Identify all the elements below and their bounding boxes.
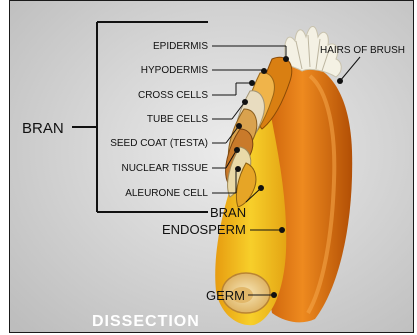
bran-group-label: BRAN (22, 120, 64, 137)
svg-text:ENDOSPERM: ENDOSPERM (162, 222, 246, 237)
svg-text:TUBE CELLS: TUBE CELLS (147, 114, 208, 125)
caption-dissection: DISSECTION (92, 313, 200, 330)
diagram-frame: BRAN EPIDERMIS HYPODERMIS CROSS CELLS (9, 0, 414, 333)
svg-text:GERM: GERM (206, 288, 245, 303)
svg-text:CROSS CELLS: CROSS CELLS (138, 90, 208, 101)
svg-text:ALEURONE CELL: ALEURONE CELL (125, 188, 208, 199)
svg-text:HYPODERMIS: HYPODERMIS (141, 65, 209, 76)
svg-text:EPIDERMIS: EPIDERMIS (153, 41, 208, 52)
svg-text:BRAN: BRAN (210, 205, 246, 220)
svg-text:HAIRS OF BRUSH: HAIRS OF BRUSH (320, 45, 405, 56)
svg-text:NUCLEAR TISSUE: NUCLEAR TISSUE (121, 163, 208, 174)
svg-text:SEED COAT (TESTA): SEED COAT (TESTA) (110, 138, 208, 149)
wheat-kernel-diagram: BRAN EPIDERMIS HYPODERMIS CROSS CELLS (10, 1, 414, 333)
